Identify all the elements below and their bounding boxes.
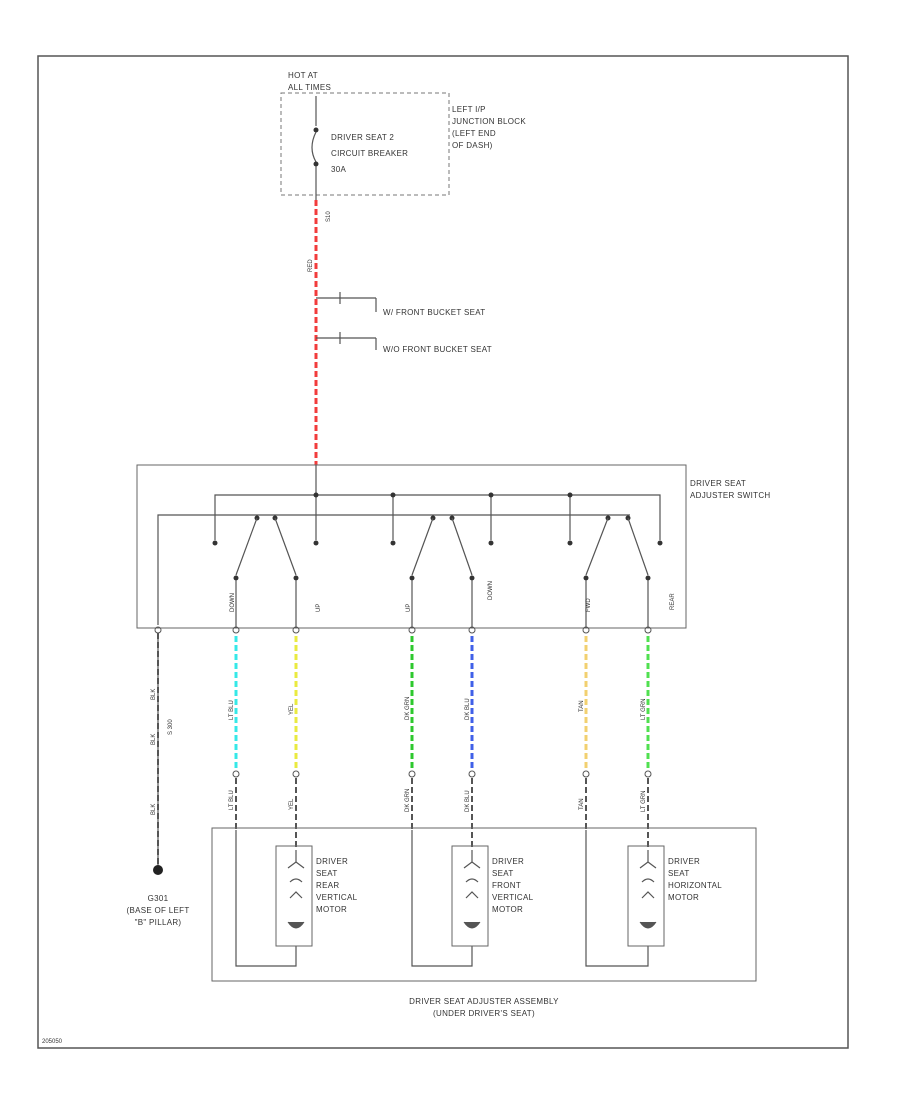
circuit-breaker-icon	[311, 96, 319, 200]
switch-internal-bus	[157, 465, 663, 625]
breaker-label-line3: 30A	[331, 165, 346, 174]
main-wire-color: RED	[308, 259, 314, 272]
breaker-label-line1: DRIVER SEAT 2	[331, 133, 394, 142]
hot-label-line1: HOT AT	[288, 71, 318, 80]
switch-label-line2: ADJUSTER SWITCH	[690, 491, 771, 500]
figure-id: 205050	[42, 1039, 63, 1045]
motor3-label-line2: SEAT	[668, 869, 690, 878]
branch-connector-no-bucket	[316, 332, 377, 350]
seat-adjuster-assembly-box	[211, 827, 757, 982]
wire-label-yel-lower: YEL	[289, 798, 295, 810]
branch-connector-bucket	[316, 292, 377, 312]
main-wire-circuit: S10	[326, 211, 332, 222]
switch-position-forward: FWD	[586, 598, 592, 612]
junction-block-label-line3: (LEFT END	[452, 129, 496, 138]
assembly-label-line2: (UNDER DRIVER'S SEAT)	[433, 1009, 535, 1018]
horizontal-motor	[585, 830, 665, 967]
switch-position-front-up: UP	[406, 604, 412, 612]
harness-wires	[154, 626, 652, 866]
wire-label-lt-grn-lower: LT GRN	[641, 791, 647, 812]
wire-label-dk-blu: DK BLU	[465, 698, 471, 720]
motor1-label-line5: MOTOR	[316, 905, 347, 914]
wire-label-tan-lower: TAN	[579, 798, 585, 810]
wire-label-lt-blu-lower: LT BLU	[229, 790, 235, 810]
switch-position-rear-up: UP	[316, 604, 322, 612]
motor3-label-line1: DRIVER	[668, 857, 700, 866]
diagram-frame	[37, 55, 849, 1049]
hot-label-line2: ALL TIMES	[288, 83, 331, 92]
motor2-label-line5: MOTOR	[492, 905, 523, 914]
breaker-label-line2: CIRCUIT BREAKER	[331, 149, 408, 158]
wire-label-lt-grn: LT GRN	[641, 699, 647, 720]
junction-block-label-line4: OF DASH)	[452, 141, 493, 150]
branch-label-no-bucket: W/O FRONT BUCKET SEAT	[383, 345, 492, 354]
junction-block-label-line2: JUNCTION BLOCK	[452, 117, 526, 126]
motor3-label-line3: HORIZONTAL	[668, 881, 722, 890]
junction-block-label-line1: LEFT I/P	[452, 105, 486, 114]
rear-vertical-motor	[235, 830, 313, 967]
ground-location-line2: "B" PILLAR)	[135, 918, 182, 927]
motor2-label-line3: FRONT	[492, 881, 521, 890]
switch-position-rear: REAR	[670, 593, 676, 610]
motor1-label-line3: REAR	[316, 881, 339, 890]
wire-label-dk-blu-lower: DK BLU	[465, 790, 471, 812]
assembly-label-line1: DRIVER SEAT ADJUSTER ASSEMBLY	[409, 997, 559, 1006]
wire-label-blk-middle: BLK	[151, 734, 157, 745]
motor3-label-line4: MOTOR	[668, 893, 699, 902]
switch-contacts	[233, 517, 651, 628]
junction-block-outline	[280, 92, 450, 196]
ground-location-line1: (BASE OF LEFT	[126, 906, 189, 915]
wire-label-blk-upper: BLK	[151, 689, 157, 700]
wire-label-lt-blu: LT BLU	[229, 700, 235, 720]
wire-label-tan: TAN	[579, 700, 585, 712]
motor1-label-line1: DRIVER	[316, 857, 348, 866]
switch-position-front-down: DOWN	[488, 581, 494, 600]
motor1-label-line4: VERTICAL	[316, 893, 358, 902]
switch-label-line1: DRIVER SEAT	[690, 479, 746, 488]
wire-label-dk-grn-lower: DK GRN	[405, 789, 411, 812]
branch-label-bucket: W/ FRONT BUCKET SEAT	[383, 308, 485, 317]
motor2-label-line2: SEAT	[492, 869, 514, 878]
wire-label-yel: YEL	[289, 703, 295, 715]
motor2-label-line1: DRIVER	[492, 857, 524, 866]
motor1-label-line2: SEAT	[316, 869, 338, 878]
wire-label-dk-grn: DK GRN	[405, 697, 411, 720]
ground-wire-circuit: S 300	[168, 719, 174, 735]
ground-icon	[153, 865, 163, 875]
switch-position-rear-down: DOWN	[230, 593, 236, 612]
ground-id: G301	[148, 894, 169, 903]
motor2-label-line4: VERTICAL	[492, 893, 534, 902]
front-vertical-motor	[411, 830, 489, 967]
wire-label-blk-lower: BLK	[151, 804, 157, 815]
